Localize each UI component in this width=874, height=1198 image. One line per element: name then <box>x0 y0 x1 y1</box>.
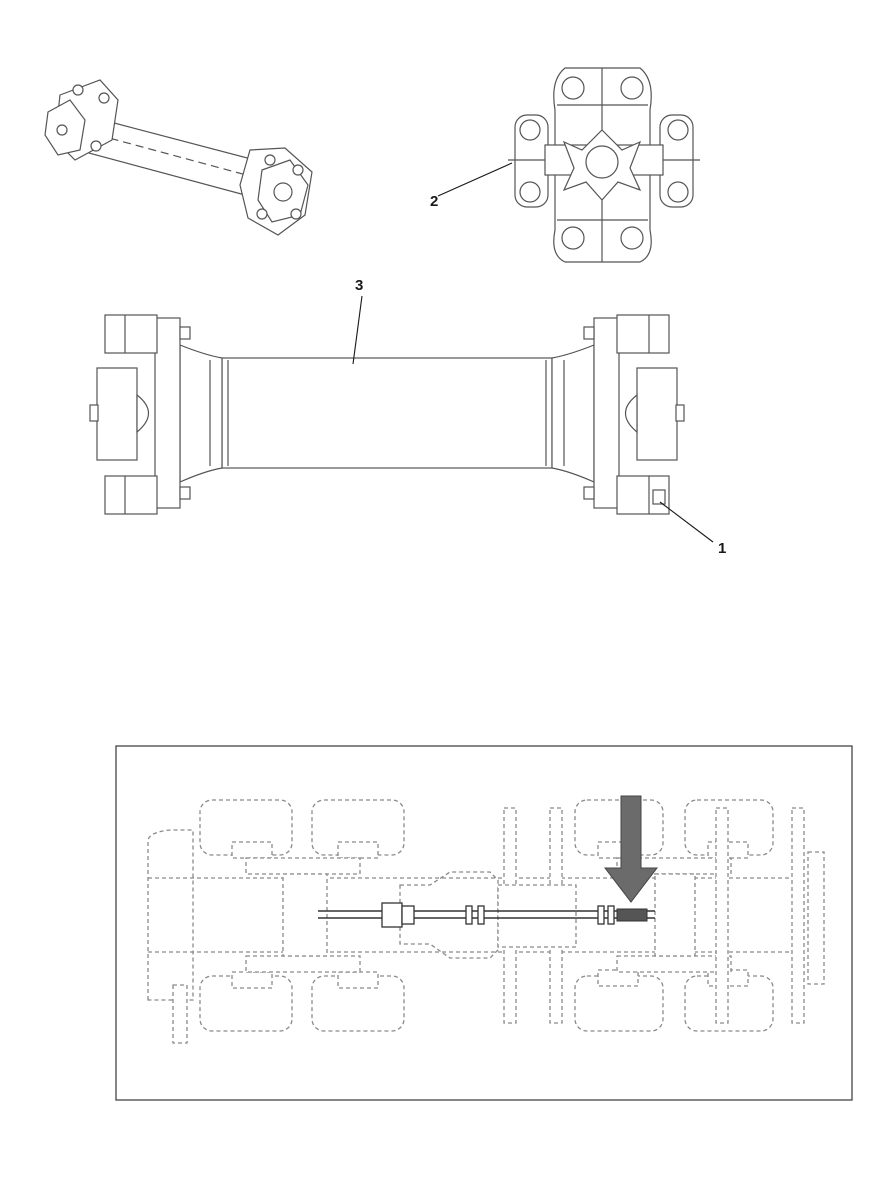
leader-line-2 <box>437 162 513 197</box>
isometric-flange-left <box>44 79 119 161</box>
callout-label-2: 2 <box>430 193 439 210</box>
down-arrow-icon <box>603 795 659 903</box>
flange-bolt <box>652 489 666 505</box>
callout-label-3: 3 <box>355 277 364 294</box>
leader-line-1 <box>659 501 714 543</box>
leader-line-3 <box>352 295 363 365</box>
isometric-flange-right <box>239 147 313 236</box>
left-yoke <box>89 314 223 515</box>
callout-leaders <box>352 162 714 543</box>
right-yoke <box>551 314 685 515</box>
isometric-shaft-view <box>44 79 313 236</box>
shaft-tube <box>221 357 553 469</box>
side-view-shaft <box>89 314 685 515</box>
end-view-coupling <box>508 67 700 263</box>
vehicle-chassis-outline <box>147 799 825 1044</box>
callout-label-1: 1 <box>718 540 727 557</box>
